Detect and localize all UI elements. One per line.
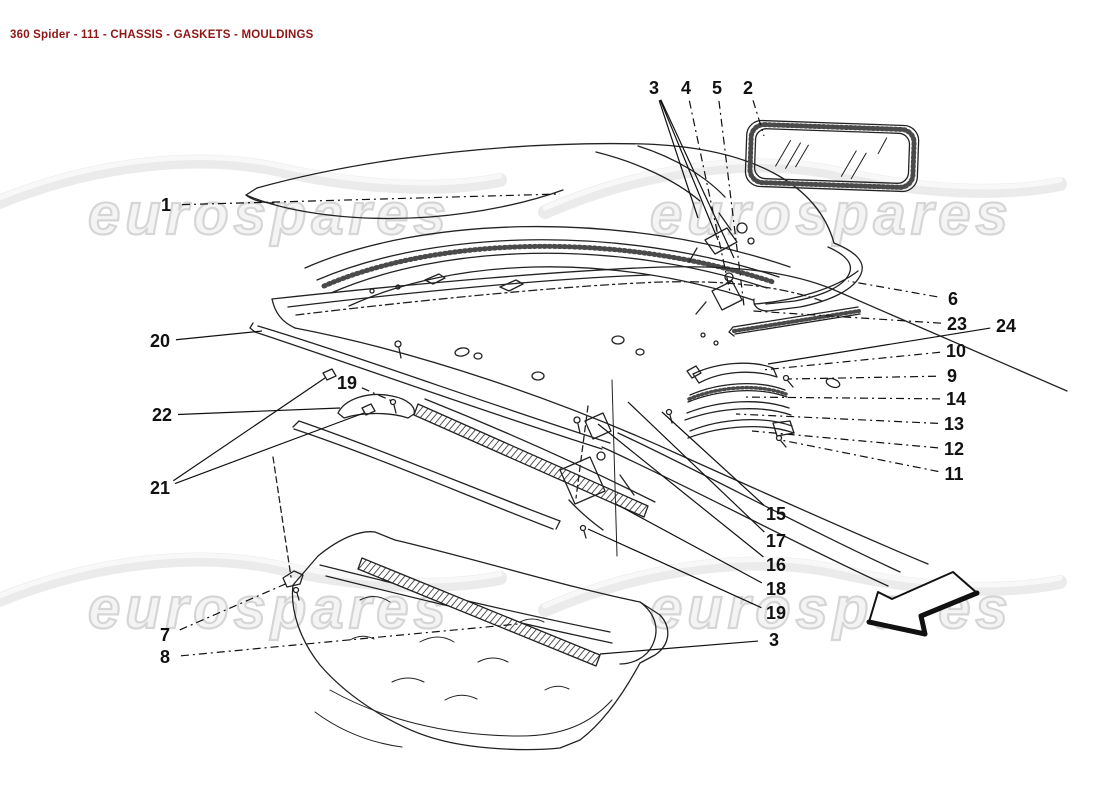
leader-line-24	[767, 327, 991, 365]
watermark-swoosh	[538, 556, 1067, 617]
direction-arrow	[866, 571, 980, 637]
callout-15: 15	[765, 504, 787, 524]
leader-line-4	[688, 100, 731, 293]
leader-line-23	[752, 310, 942, 324]
rear-deck-panel	[271, 266, 1068, 587]
callout-17: 17	[765, 531, 787, 551]
callout-9: 9	[946, 366, 958, 386]
callout-5: 5	[711, 78, 723, 98]
callout-24: 24	[995, 316, 1017, 336]
callout-23: 23	[946, 314, 968, 334]
callout-22: 22	[151, 405, 173, 425]
bottom-panel	[282, 524, 669, 751]
callout-4: 4	[680, 78, 692, 98]
sill-mouldings	[249, 322, 611, 530]
callout-18: 18	[765, 579, 787, 599]
watermark-layer: eurospares eurospares eurospares eurospa…	[0, 154, 1067, 642]
callout-14: 14	[945, 389, 967, 409]
callout-20: 20	[149, 331, 171, 351]
callout-3-top: 3	[648, 78, 660, 98]
watermark-text: eurospares	[650, 182, 1013, 247]
callout-19-left: 19	[336, 373, 358, 393]
leader-lines	[172, 99, 991, 657]
watermark-text: eurospares	[88, 576, 451, 641]
leader-line-20	[175, 330, 263, 341]
leader-line-21	[174, 412, 365, 485]
watermark-text: eurospares	[88, 182, 451, 247]
leader-line-19-right	[587, 528, 762, 609]
leader-line-8	[180, 623, 519, 657]
callout-1: 1	[160, 195, 172, 215]
gasket-stack	[684, 362, 795, 448]
leader-line-3-bottom	[599, 640, 759, 655]
leader-line-3-top	[659, 99, 719, 241]
callout-2: 2	[742, 78, 754, 98]
callout-21: 21	[149, 478, 171, 498]
watermark-swoosh	[0, 154, 507, 210]
leader-line-6	[847, 280, 938, 298]
leader-line-21	[172, 377, 326, 482]
leader-line-18	[615, 503, 763, 584]
callout-10: 10	[945, 341, 967, 361]
leader-line-9	[787, 375, 937, 380]
leader-line-16	[597, 423, 764, 558]
leader-line-17	[627, 401, 765, 533]
callout-12: 12	[943, 439, 965, 459]
leader-line-19-left	[361, 387, 393, 402]
callout-13: 13	[943, 414, 965, 434]
watermark-text: eurospares	[650, 576, 1013, 641]
leader-line-14	[741, 396, 941, 400]
leader-line-5	[718, 100, 745, 307]
page-title: 360 Spider - 111 - CHASSIS - GASKETS - M…	[10, 29, 314, 41]
leader-line-3-top	[658, 100, 699, 219]
leader-line-22	[177, 407, 341, 416]
soft-top-canvas	[245, 142, 863, 312]
watermark-swoosh	[538, 158, 1067, 219]
leader-line-13	[735, 413, 939, 425]
leader-line-2	[752, 100, 765, 137]
watermark-swoosh	[0, 552, 507, 608]
leader-line-11	[780, 439, 939, 473]
leader-line-15	[661, 411, 765, 506]
callout-6: 6	[947, 289, 959, 309]
callout-19-right: 19	[765, 603, 787, 623]
callout-11: 11	[944, 464, 964, 484]
rear-window-seal	[744, 119, 920, 193]
leader-line-3-top	[660, 99, 735, 259]
callout-8: 8	[159, 647, 171, 667]
leader-line-7	[179, 581, 291, 631]
callout-3-bottom: 3	[768, 630, 780, 650]
callout-16: 16	[765, 555, 787, 575]
leader-line-10	[761, 351, 941, 371]
leader-line-12	[751, 430, 939, 449]
latch-mechanisms	[559, 212, 861, 531]
callout-7: 7	[159, 625, 171, 645]
